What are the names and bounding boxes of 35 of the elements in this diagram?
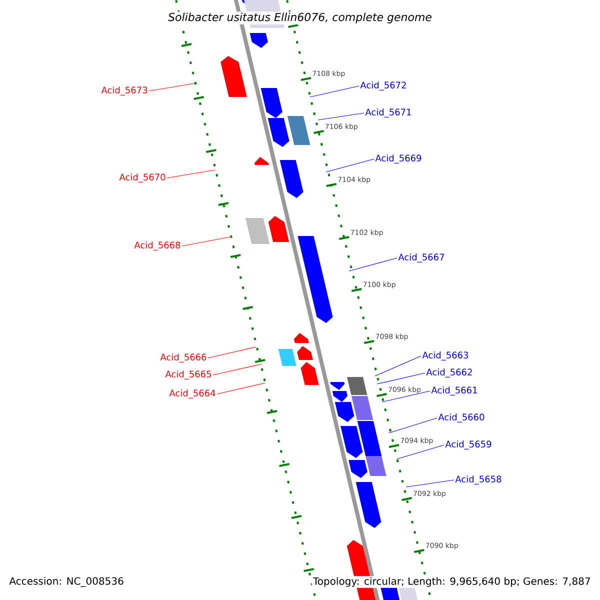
gene-label: Acid_5670: [119, 174, 166, 182]
gene-label: Acid_5665: [165, 370, 212, 380]
leader-line: [374, 356, 422, 376]
leader-line: [396, 444, 444, 460]
gene-label: Acid_5667: [398, 254, 444, 262]
gene-label: Acid_5671: [365, 108, 411, 118]
genome-stats-label: Topology: circular; Length: 9,965,640 bp; Genes: 7,887: [312, 576, 592, 588]
gene-label: Acid_5669: [375, 154, 422, 164]
gene-label: Acid_5664: [169, 390, 216, 398]
leader-line: [326, 158, 374, 172]
leader-line: [376, 372, 426, 384]
gene-label: Acid_5660: [438, 414, 484, 422]
gene-label: Acid_5673: [101, 86, 148, 96]
leader-line: [182, 236, 230, 246]
leader-line: [216, 382, 266, 394]
leader-line: [388, 418, 438, 434]
accession-label: Accession: NC_008536: [8, 576, 125, 588]
leader-line: [208, 346, 256, 358]
leader-line: [310, 86, 360, 98]
leader-line: [318, 112, 364, 120]
leader-line: [382, 390, 430, 402]
leader-line: [406, 480, 454, 488]
leader-line: [212, 364, 262, 376]
gene-label: Acid_5659: [445, 440, 492, 450]
gene-label: Acid_5668: [134, 242, 180, 250]
gene-label: Acid_5666: [160, 354, 206, 362]
gene-label: Acid_5662: [426, 368, 472, 378]
leader-line: [348, 258, 398, 272]
gene-label: Acid_5663: [422, 352, 468, 360]
gene-label: Acid_5672: [360, 82, 406, 90]
leader-line: [166, 170, 216, 178]
gene-label: Acid_5658: [455, 476, 502, 484]
leader-line: [148, 82, 198, 92]
gene-label: Acid_5661: [431, 386, 477, 396]
title: Solibacter usitatus Ellin6076, complete genome: [167, 12, 433, 24]
